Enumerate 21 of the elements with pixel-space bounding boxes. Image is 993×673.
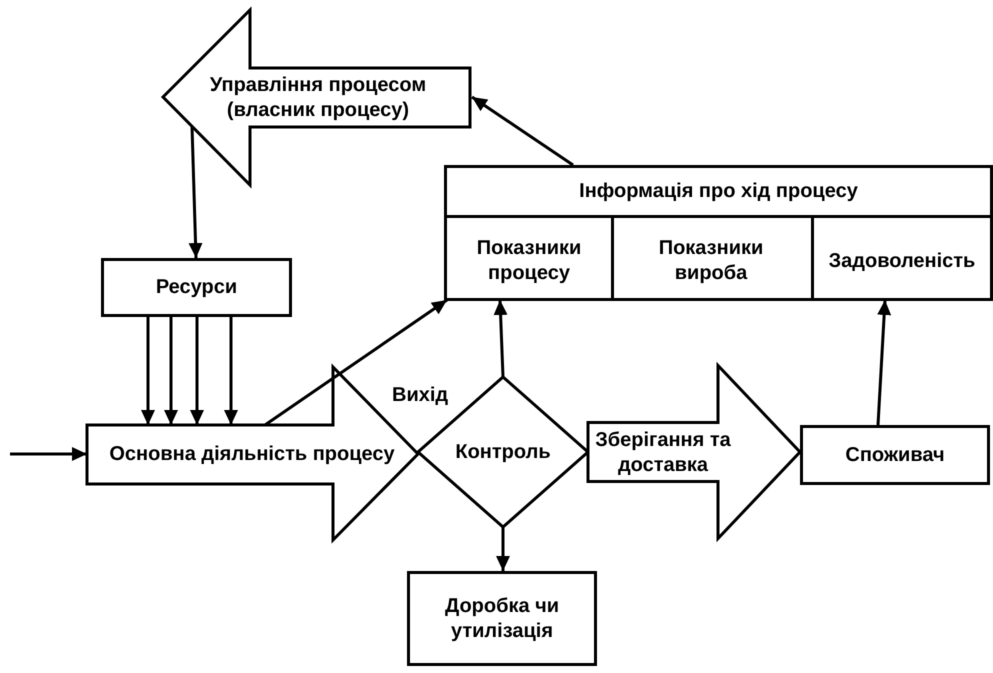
node-label: Контроль — [455, 440, 551, 464]
block-arrow — [586, 362, 802, 542]
node-label: Показники вироба — [658, 236, 764, 286]
table-cell — [611, 215, 811, 298]
table-cell — [811, 215, 990, 298]
panel-heading: Інформація про хід процесу — [579, 179, 858, 204]
process-box — [407, 571, 597, 666]
node-label: Споживач — [845, 442, 945, 468]
node-label: Показники процесу — [476, 236, 582, 286]
arrow — [471, 96, 574, 166]
info-panel — [444, 165, 993, 301]
process-box — [101, 258, 292, 317]
arrow — [494, 300, 508, 378]
arrow — [496, 527, 510, 571]
process-box — [800, 425, 990, 485]
node-label: Задоволеність — [828, 248, 976, 274]
edge-label: Зберігання та доставка — [594, 428, 732, 478]
node-label: Ресурси — [156, 275, 238, 300]
node-label: Доробка чи утилізація — [444, 594, 560, 644]
arrow — [876, 300, 892, 426]
arrow — [10, 447, 87, 461]
